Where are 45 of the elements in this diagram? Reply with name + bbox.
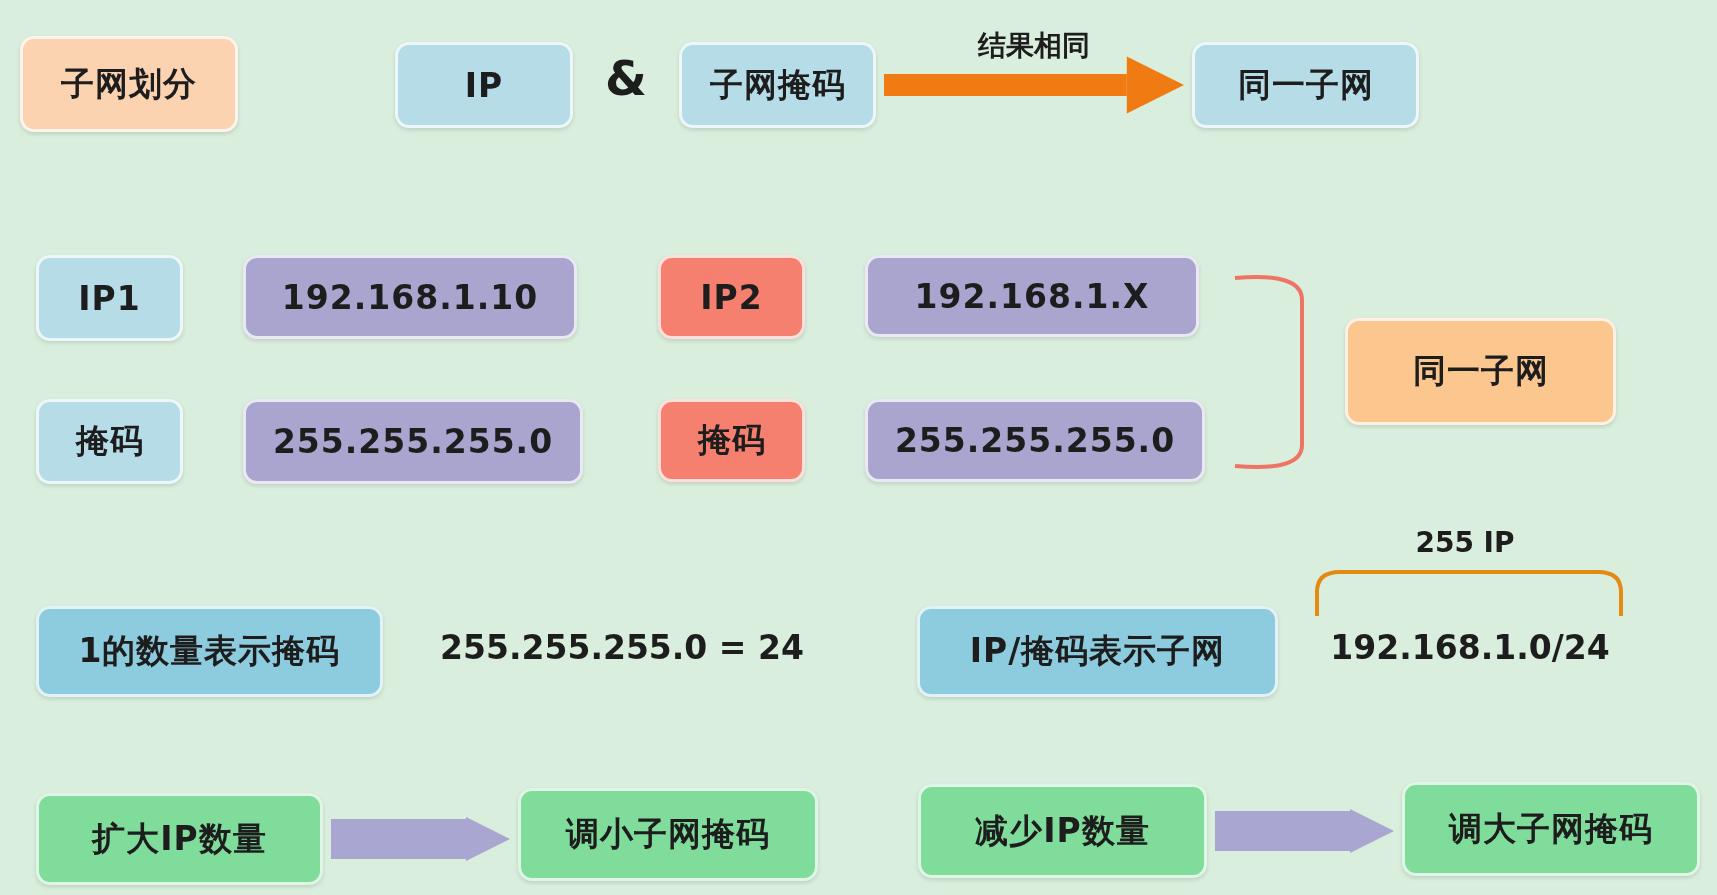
- box-label: 掩码: [75, 420, 144, 462]
- rounded-box: [1345, 318, 1616, 425]
- rounded-box: [658, 255, 805, 339]
- rounded-box: [395, 42, 573, 128]
- box-label: 减少IP数量: [975, 809, 1150, 852]
- rounded-box: [243, 399, 583, 484]
- box-label: IP2: [700, 277, 763, 317]
- box-label: 255.255.255.0: [272, 422, 554, 461]
- rounded-box: [918, 784, 1207, 878]
- box-label: 掩码: [697, 419, 766, 461]
- box-label: IP1: [78, 278, 141, 318]
- box-label: 扩大IP数量: [92, 817, 267, 860]
- rounded-box: [20, 36, 238, 132]
- note-text: 255 IP: [1414, 526, 1516, 559]
- block-arrow: [331, 817, 510, 861]
- box-label: 调小子网掩码: [566, 813, 770, 855]
- rounded-box: [1402, 782, 1700, 876]
- rounded-box: [658, 399, 805, 482]
- box-label: 192.168.1.10: [281, 277, 539, 317]
- rounded-box: [865, 255, 1199, 337]
- box-label: 调大子网掩码: [1449, 807, 1653, 850]
- note-text: 255.255.255.0 = 24: [439, 628, 805, 667]
- rounded-box: [36, 606, 383, 697]
- block-arrow: [1215, 809, 1394, 853]
- box-label: 255.255.255.0: [894, 421, 1176, 460]
- rounded-box: [36, 399, 183, 484]
- note-text: 192.168.1.0/24: [1329, 628, 1611, 667]
- box-label: 同一子网: [1412, 350, 1549, 392]
- box-label: 子网划分: [61, 62, 197, 105]
- rounded-box: [36, 793, 323, 885]
- box-label: 1的数量表示掩码: [78, 630, 341, 672]
- box-label: 192.168.1.X: [914, 276, 1150, 316]
- rounded-box: [36, 255, 183, 341]
- block-arrow: [884, 56, 1184, 114]
- box-label: IP: [464, 65, 504, 105]
- rounded-box: [917, 606, 1278, 697]
- rounded-box: [243, 255, 577, 339]
- rounded-box: [518, 788, 818, 881]
- box-label: IP/掩码表示子网: [969, 630, 1226, 672]
- box-label: 子网掩码: [709, 63, 846, 106]
- rounded-box: [679, 42, 876, 128]
- rounded-box: [1192, 42, 1419, 128]
- box-label: 同一子网: [1237, 63, 1374, 106]
- note-text: &: [604, 50, 648, 106]
- rounded-box: [865, 399, 1205, 482]
